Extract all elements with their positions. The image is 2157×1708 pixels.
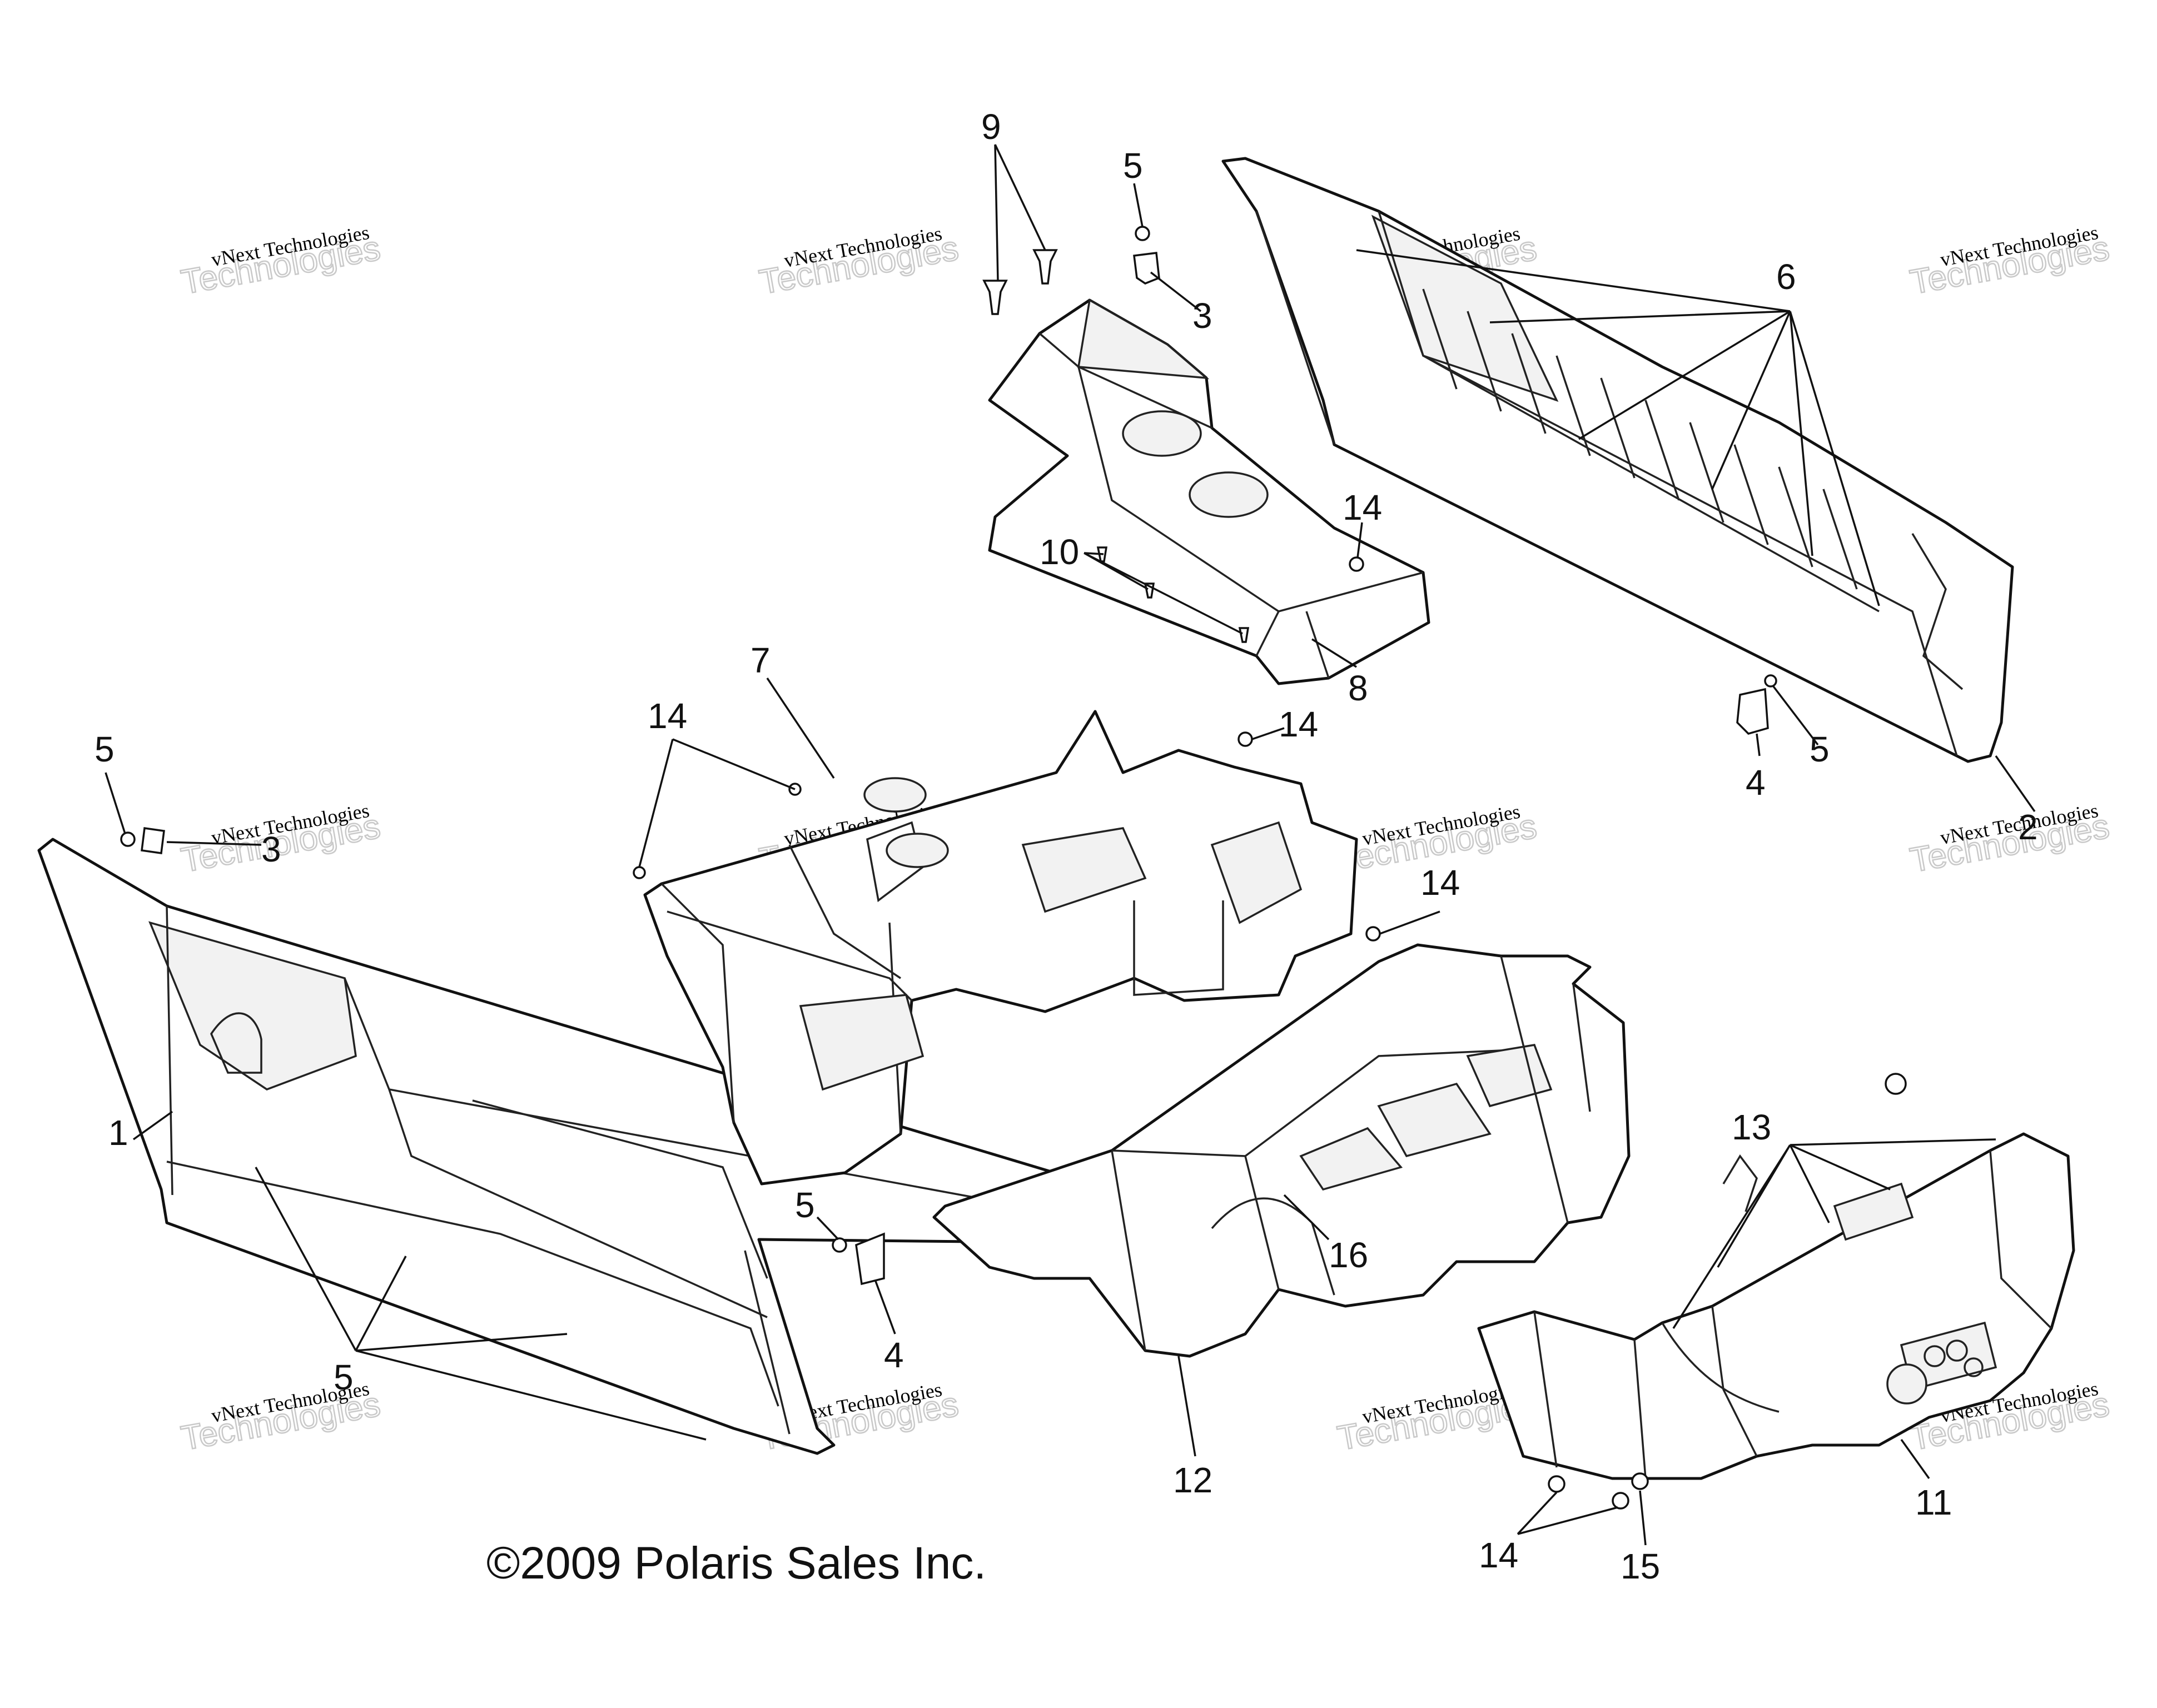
part-12-front-floor-tub xyxy=(932,943,1631,1358)
screw-5-upper xyxy=(1135,226,1150,241)
watermark: Technologies vNext Technologies xyxy=(178,221,384,302)
fastener-14-fw-a xyxy=(1548,1475,1565,1493)
bracket-3-upper xyxy=(1133,252,1160,285)
fastener-14-tub-b xyxy=(633,866,646,879)
fastener-14-console xyxy=(1349,556,1364,572)
callout-5: 5 xyxy=(1123,146,1143,186)
callout-16: 16 xyxy=(1329,1235,1368,1275)
screw-5-right xyxy=(1764,674,1777,688)
callout-1: 1 xyxy=(108,1113,128,1153)
bracket-3-left xyxy=(141,827,165,854)
callout-8: 8 xyxy=(1348,668,1368,708)
callout-11: 11 xyxy=(1915,1482,1952,1522)
callout-14: 14 xyxy=(1343,487,1382,527)
callout-4: 4 xyxy=(1746,763,1766,803)
part-11-firewall-panel xyxy=(1477,1132,2075,1480)
part-1-left-rocker-panel xyxy=(37,838,1297,1455)
callout-3: 3 xyxy=(261,829,281,869)
bracket-4-right xyxy=(1736,688,1769,735)
screw-5-center xyxy=(832,1237,847,1253)
fastener-14-tub-c xyxy=(1237,731,1253,747)
rivet-9a xyxy=(1032,249,1058,285)
watermark: Technologies vNext Technologies xyxy=(1907,221,2113,302)
callout-5: 5 xyxy=(795,1185,815,1225)
callout-2: 2 xyxy=(2018,807,2038,847)
callout-5: 5 xyxy=(95,729,115,769)
rivet-9b xyxy=(982,280,1008,315)
copyright-text: ©2009 Polaris Sales Inc. xyxy=(486,1538,986,1589)
callout-5: 5 xyxy=(1810,729,1830,769)
callout-labels: 9 5 3 6 14 10 8 7 14 14 14 5 4 2 5 3 1 5… xyxy=(95,107,2038,1586)
screw-5-left xyxy=(120,831,136,847)
callout-14: 14 xyxy=(1479,1535,1518,1575)
fastener-14-front xyxy=(1365,926,1381,942)
part-2-right-rocker-panel xyxy=(1221,157,2014,763)
callout-4: 4 xyxy=(884,1335,904,1375)
callout-14: 14 xyxy=(648,696,687,736)
fastener-14-fw-b xyxy=(1612,1492,1629,1510)
callout-13: 13 xyxy=(1732,1107,1771,1147)
callout-9: 9 xyxy=(981,107,1001,147)
callout-14: 14 xyxy=(1279,704,1318,744)
callout-14: 14 xyxy=(1420,863,1460,903)
watermark: Technologies vNext Technologies xyxy=(756,222,962,303)
callout-10: 10 xyxy=(1040,532,1079,572)
bracket-4-center xyxy=(855,1232,885,1286)
callout-6: 6 xyxy=(1776,257,1796,297)
part-7-rear-floor-tub xyxy=(643,710,1358,1186)
screw-10c xyxy=(1238,627,1250,643)
callout-7: 7 xyxy=(751,640,771,680)
fastener-14-fw-top xyxy=(1885,1073,1907,1095)
callout-12: 12 xyxy=(1173,1460,1212,1500)
fastener-15 xyxy=(1631,1472,1649,1490)
watermark: Technologies vNext Technologies xyxy=(1907,799,2113,880)
part-8-center-console xyxy=(988,298,1430,685)
leader-lines xyxy=(105,144,2036,1546)
callout-3: 3 xyxy=(1192,296,1212,336)
callout-15: 15 xyxy=(1621,1546,1660,1586)
fasteners xyxy=(120,226,1907,1510)
callout-5: 5 xyxy=(334,1357,354,1397)
